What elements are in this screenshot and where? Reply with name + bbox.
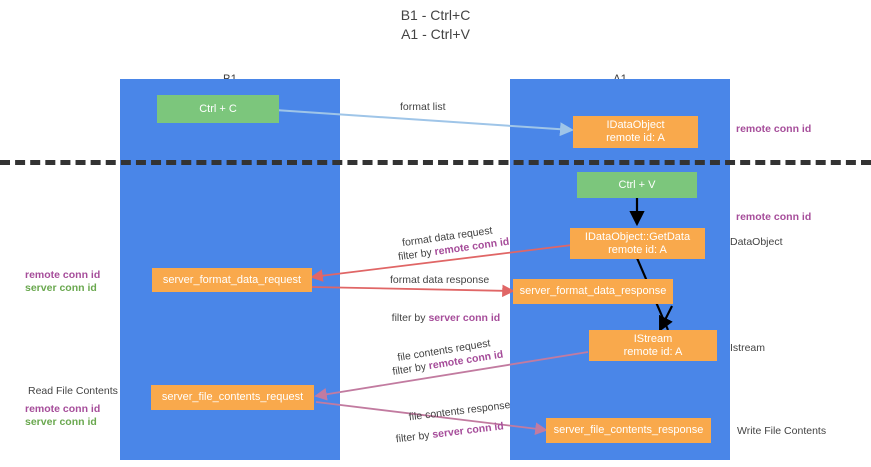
node-server-file-contents-response[interactable]: server_file_contents_response bbox=[546, 418, 711, 443]
node-istream[interactable]: IStream remote id: A bbox=[589, 330, 717, 361]
filter-prefix: filter by bbox=[395, 429, 434, 446]
filter-prefix: filter by bbox=[397, 246, 436, 264]
filter-key-server-conn-id: server conn id bbox=[431, 420, 505, 441]
node-server-file-contents-request[interactable]: server_file_contents_request bbox=[151, 385, 314, 410]
node-idataobject[interactable]: IDataObject remote id: A bbox=[573, 116, 698, 148]
annotation-right-remote-conn-id-mid: remote conn id bbox=[736, 211, 812, 223]
node-getdata-label: IDataObject::GetData remote id: A bbox=[584, 230, 691, 256]
filter-key-server-conn-id: server conn id bbox=[428, 312, 501, 324]
annotation-left-remote-conn-id-2: remote conn id bbox=[25, 403, 101, 415]
node-server-format-data-request-label: server_format_data_request bbox=[162, 273, 302, 286]
node-server-file-contents-response-label: server_file_contents_response bbox=[553, 424, 704, 436]
filter-prefix: filter by bbox=[391, 312, 429, 324]
annotation-right-remote-conn-id-top: remote conn id bbox=[736, 123, 812, 135]
edge-label-format-data-response-filter: filter by server conn id bbox=[380, 299, 501, 338]
edge-label-format-data-response: format data response bbox=[390, 274, 490, 286]
annotation-right-dataobject: DataObject bbox=[730, 236, 783, 248]
page-title: B1 - Ctrl+C A1 - Ctrl+V bbox=[400, 7, 471, 42]
node-ctrl-v-label: Ctrl + V bbox=[618, 178, 656, 191]
annotation-left-server-conn-id-1: server conn id bbox=[25, 282, 97, 294]
edge-label-format-list: format list bbox=[400, 101, 446, 113]
annotation-left-read-file-contents: Read File Contents bbox=[28, 385, 118, 397]
annotation-left-remote-conn-id-1: remote conn id bbox=[25, 269, 101, 281]
section-divider bbox=[0, 160, 871, 165]
node-server-format-data-response[interactable]: server_format_data_response bbox=[513, 279, 673, 304]
node-istream-label: IStream remote id: A bbox=[623, 332, 683, 358]
node-ctrl-v[interactable]: Ctrl + V bbox=[577, 172, 697, 198]
filter-prefix: filter by bbox=[391, 360, 430, 378]
annotation-right-istream: Istream bbox=[730, 342, 766, 354]
node-server-format-data-request[interactable]: server_format_data_request bbox=[152, 268, 312, 292]
annotation-right-write-file-contents: Write File Contents bbox=[737, 425, 827, 437]
node-ctrl-c[interactable]: Ctrl + C bbox=[157, 95, 279, 123]
node-server-format-data-response-label: server_format_data_response bbox=[519, 285, 667, 297]
node-getdata[interactable]: IDataObject::GetData remote id: A bbox=[570, 228, 705, 259]
annotation-left-server-conn-id-2: server conn id bbox=[25, 416, 97, 428]
filter-key-remote-conn-id: remote conn id bbox=[427, 348, 505, 373]
filter-key-remote-conn-id: remote conn id bbox=[433, 235, 510, 259]
node-server-file-contents-request-label: server_file_contents_request bbox=[161, 391, 304, 403]
node-ctrl-c-label: Ctrl + C bbox=[199, 102, 237, 115]
node-idataobject-label: IDataObject remote id: A bbox=[606, 119, 665, 144]
connector-format-data-response bbox=[311, 284, 515, 298]
